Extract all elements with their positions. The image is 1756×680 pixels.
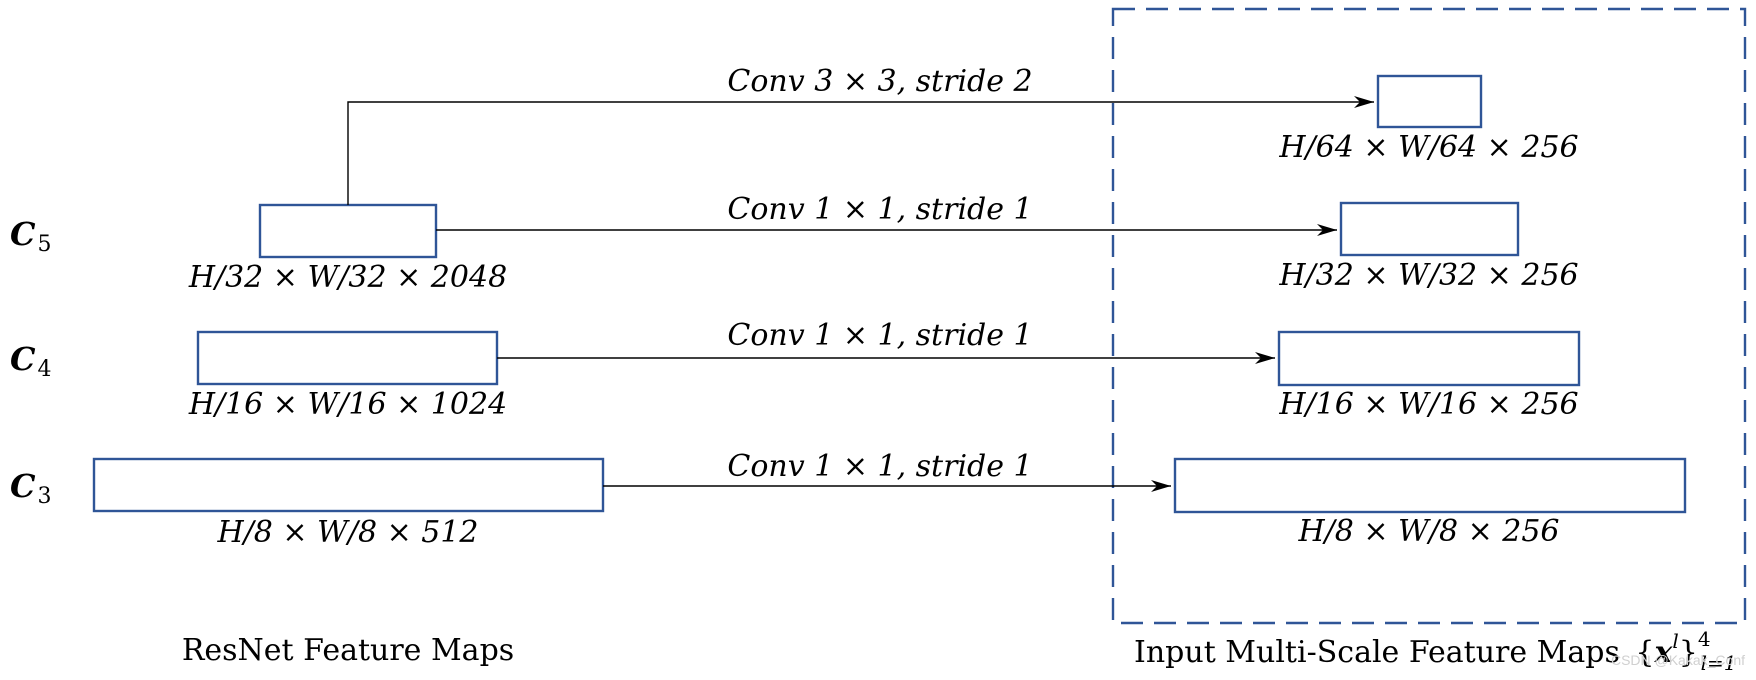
output-dim-level-2: H/16 × W/16 × 256	[1278, 387, 1578, 422]
output-dim-level-1: H/8 × W/8 × 256	[1297, 514, 1559, 549]
caption-prefix: Input Multi-Scale Feature Maps	[1134, 635, 1620, 670]
watermark: CSDN @Kakak_Conf	[1611, 652, 1745, 668]
stage-label-c4: C4	[10, 340, 51, 382]
output-box-level-2	[1277, 330, 1581, 387]
backbone-dim-c3: H/8 × W/8 × 512	[216, 515, 478, 550]
backbone-dim-c4: H/16 × W/16 × 1024	[188, 387, 507, 422]
arrow-conv3x3-stride2	[347, 96, 1374, 205]
stage-label-c3: C3	[10, 467, 51, 509]
output-dim-level-4: H/64 × W/64 × 256	[1278, 130, 1578, 165]
output-box-level-3	[1339, 201, 1520, 257]
output-box-level-1	[1173, 457, 1687, 514]
output-dim-level-3: H/32 × W/32 × 256	[1278, 258, 1578, 293]
multi-scale-region-border	[1111, 7, 1747, 625]
op-label-c3-conv1x1: Conv 1 × 1, stride 1	[727, 449, 1032, 484]
op-label-c5-conv1x1: Conv 1 × 1, stride 1	[727, 192, 1032, 227]
backbone-box-c3	[92, 457, 605, 513]
stage-label-c5: C5	[10, 215, 51, 257]
backbone-box-c4	[196, 330, 499, 386]
op-label-conv3x3-stride2: Conv 3 × 3, stride 2	[727, 64, 1032, 99]
backbone-box-c5	[258, 203, 438, 259]
backbone-dim-c5: H/32 × W/32 × 2048	[188, 260, 507, 295]
output-box-level-4	[1376, 74, 1483, 129]
caption-resnet-feature-maps: ResNet Feature Maps	[182, 633, 514, 668]
op-label-c4-conv1x1: Conv 1 × 1, stride 1	[727, 318, 1032, 353]
